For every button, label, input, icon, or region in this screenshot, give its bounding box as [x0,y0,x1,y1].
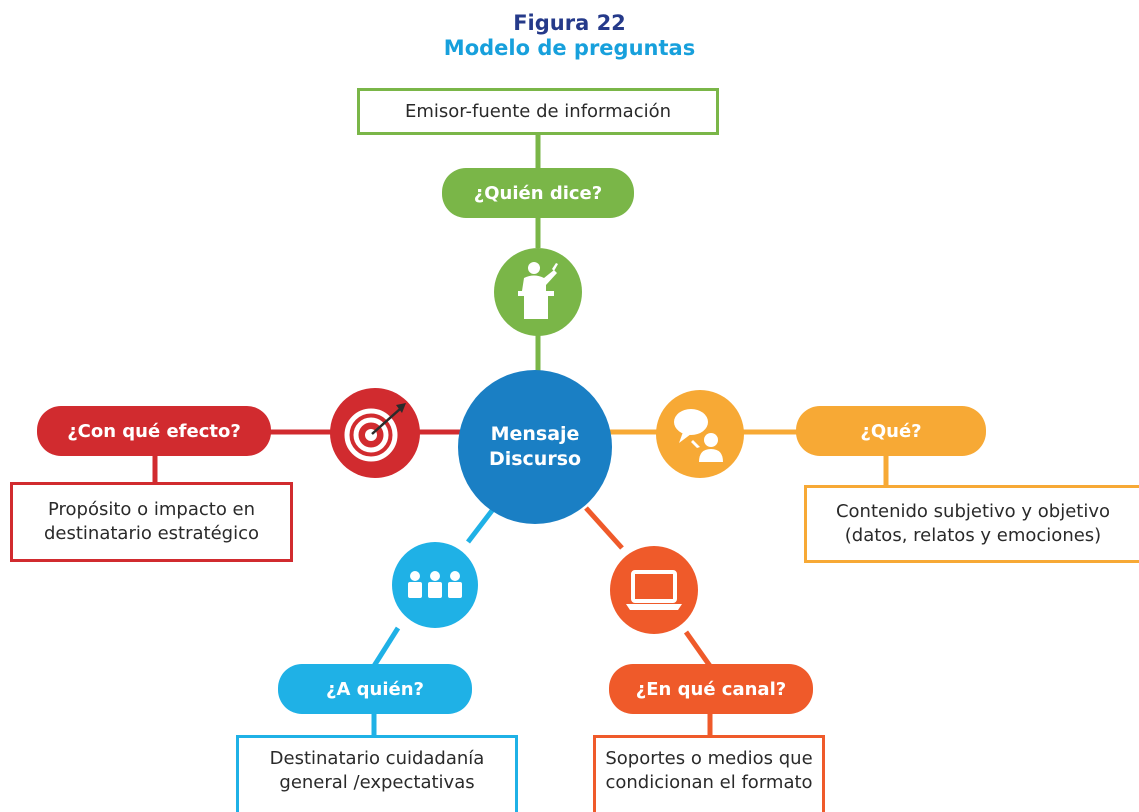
a-quien-pill: ¿A quién? [278,664,472,714]
quien-dice-description: Emisor-fuente de información [357,88,719,135]
en-que-canal-icon-circle [610,546,698,634]
connector-aquien-pill [371,626,401,668]
a-quien-description: Destinatario cuidadanía general /expecta… [236,735,518,812]
con-que-efecto-description: Propósito o impacto en destinatario estr… [10,482,293,562]
que-pill: ¿Qué? [796,406,986,456]
center-label-line2: Discurso [488,448,582,470]
speech-bubble-person-icon [674,409,723,462]
en-que-canal-description: Soportes o medios que condicionan el for… [593,735,825,812]
audience-group-icon [408,571,462,598]
figure-number: Figura 22 [513,11,626,35]
en-que-canal-pill: ¿En qué canal? [609,664,813,714]
que-icon-circle [656,390,744,478]
center-message-circle: Mensaje Discurso [458,370,612,524]
connector-aquien-center [466,506,496,544]
quien-dice-icon-circle [494,248,582,336]
con-que-efecto-icon-circle [330,388,420,478]
connector-canal-center [584,506,624,550]
connector-canal-pill [683,630,713,668]
center-label-line1: Mensaje [490,423,580,445]
figure-title: Modelo de preguntas [443,36,696,60]
quien-dice-pill: ¿Quién dice? [442,168,634,218]
target-dart-icon [344,403,406,462]
laptop-icon [626,570,682,610]
speaker-at-podium-icon [518,262,558,319]
a-quien-icon-circle [392,542,478,628]
con-que-efecto-pill: ¿Con qué efecto? [37,406,271,456]
que-description: Contenido subjetivo y objetivo (datos, r… [804,485,1139,563]
